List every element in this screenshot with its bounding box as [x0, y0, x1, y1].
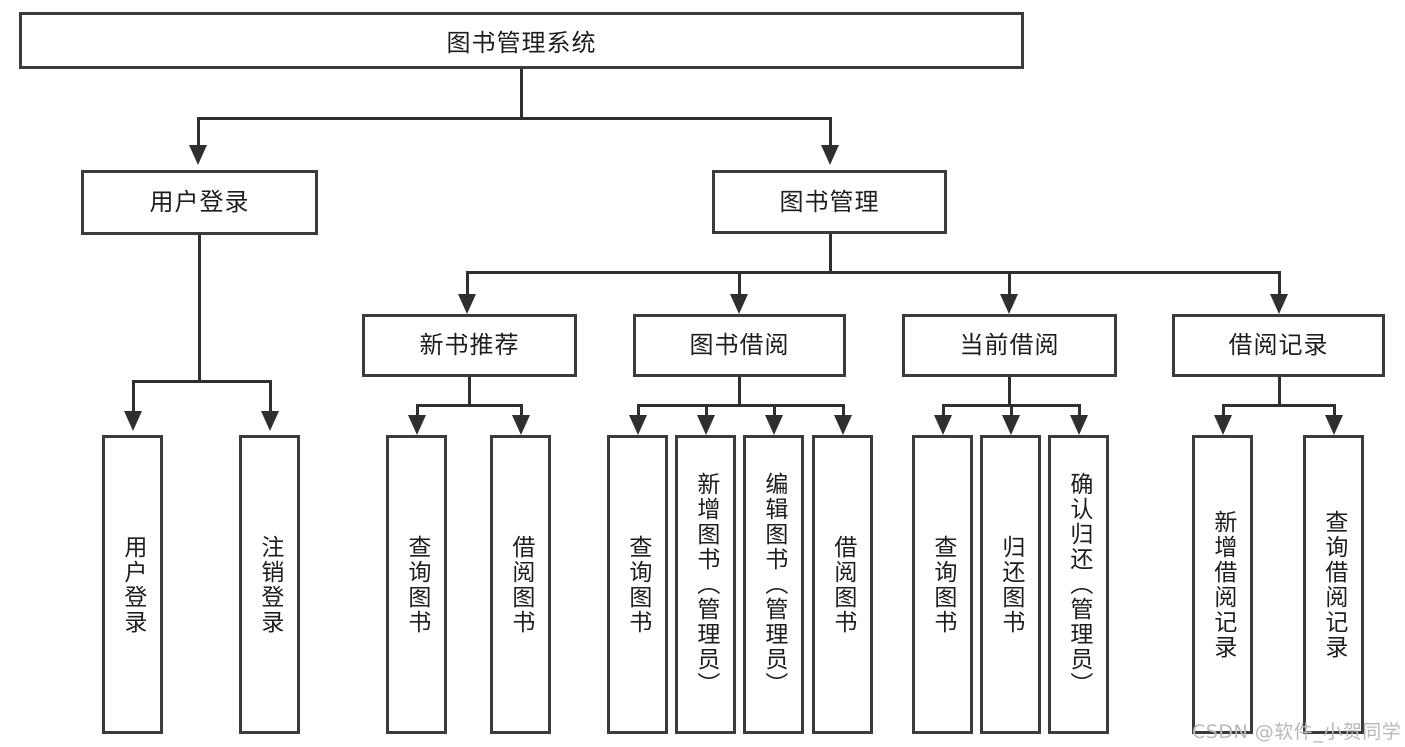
- node-current-borrow[interactable]: 当前借阅: [902, 314, 1117, 377]
- leaf-book-borrow-borrow[interactable]: 借阅图书: [812, 435, 873, 734]
- arrow-current-borrow-leaf-3: [1070, 415, 1088, 435]
- leaf-current-borrow-confirm-return[interactable]: 确认归还（管理员）: [1048, 435, 1109, 734]
- node-label: 查询图书: [624, 534, 651, 635]
- node-label: 注销登录: [256, 534, 283, 635]
- arrow-book-mgmt-to-borrow-record: [1270, 294, 1288, 314]
- edge-new-book-drop-2: [520, 404, 523, 415]
- leaf-book-borrow-query[interactable]: 查询图书: [607, 435, 668, 734]
- edge-book-borrow-drop-2: [705, 404, 708, 415]
- edge-borrow-record-bus: [1222, 404, 1336, 407]
- arrow-user-login-leaf-1: [124, 411, 142, 431]
- node-book-management[interactable]: 图书管理: [712, 170, 947, 234]
- arrow-new-book-leaf-1: [408, 415, 426, 435]
- edge-borrow-record-stem: [1278, 377, 1281, 404]
- node-label: 借阅记录: [1228, 331, 1329, 360]
- edge-user-login-drop-1: [132, 380, 135, 411]
- arrow-root-to-user-login: [189, 145, 207, 165]
- node-label: 新增借阅记录: [1209, 509, 1236, 660]
- leaf-current-borrow-query[interactable]: 查询图书: [912, 435, 973, 734]
- leaf-new-book-borrow[interactable]: 借阅图书: [490, 435, 551, 734]
- leaf-user-login-logout[interactable]: 注销登录: [239, 435, 300, 734]
- node-label: 查询借阅记录: [1320, 509, 1347, 660]
- edge-book-borrow-drop-1: [637, 404, 640, 415]
- leaf-borrow-record-add[interactable]: 新增借阅记录: [1192, 435, 1253, 734]
- arrow-borrow-record-leaf-1: [1214, 415, 1232, 435]
- node-label: 确认归还（管理员）: [1065, 472, 1092, 697]
- edge-book-mgmt-drop-3: [1008, 271, 1011, 294]
- edge-root-to-user-login: [197, 117, 200, 145]
- edge-current-borrow-drop-2: [1010, 404, 1013, 415]
- leaf-book-borrow-add[interactable]: 新增图书（管理员）: [675, 435, 736, 734]
- edge-book-borrow-drop-4: [842, 404, 845, 415]
- leaf-book-borrow-edit[interactable]: 编辑图书（管理员）: [743, 435, 804, 734]
- arrow-new-book-leaf-2: [512, 415, 530, 435]
- node-label: 图书管理系统: [446, 29, 597, 57]
- node-user-login[interactable]: 用户登录: [81, 170, 318, 235]
- node-book-borrow[interactable]: 图书借阅: [633, 314, 846, 377]
- node-label: 图书借阅: [689, 331, 790, 360]
- edge-book-mgmt-drop-1: [466, 271, 469, 294]
- node-label: 用户登录: [149, 188, 250, 217]
- node-label: 新增图书（管理员）: [692, 472, 719, 697]
- node-label: 查询图书: [929, 534, 956, 635]
- arrow-current-borrow-leaf-1: [934, 415, 952, 435]
- edge-book-borrow-bus: [637, 404, 845, 407]
- edge-new-book-stem: [468, 377, 471, 404]
- arrow-book-mgmt-to-current-borrow: [1000, 294, 1018, 314]
- node-label: 查询图书: [403, 534, 430, 635]
- edge-book-mgmt-stem: [829, 234, 832, 271]
- leaf-borrow-record-query[interactable]: 查询借阅记录: [1303, 435, 1364, 734]
- node-label: 用户登录: [119, 534, 146, 635]
- edge-borrow-record-drop-2: [1333, 404, 1336, 415]
- edge-book-mgmt-drop-4: [1278, 271, 1281, 294]
- arrow-book-borrow-leaf-4: [834, 415, 852, 435]
- edge-book-borrow-stem: [738, 377, 741, 404]
- edge-root-stem: [520, 69, 523, 117]
- arrow-book-borrow-leaf-2: [697, 415, 715, 435]
- node-borrow-record[interactable]: 借阅记录: [1172, 314, 1385, 377]
- edge-new-book-bus: [416, 404, 523, 407]
- edge-user-login-stem: [198, 235, 201, 380]
- node-label: 当前借阅: [959, 331, 1060, 360]
- edge-root-bus: [197, 117, 832, 120]
- arrow-book-mgmt-to-book-borrow: [730, 294, 748, 314]
- node-root-library-system[interactable]: 图书管理系统: [19, 12, 1024, 69]
- arrow-book-mgmt-to-new-book: [458, 294, 476, 314]
- watermark-csdn: CSDN @软件_小贺同学: [1192, 721, 1402, 743]
- edge-current-borrow-drop-3: [1078, 404, 1081, 415]
- edge-book-mgmt-bus: [466, 271, 1278, 274]
- node-label: 新书推荐: [419, 331, 520, 360]
- arrow-root-to-book-mgmt: [821, 145, 839, 165]
- edge-borrow-record-drop-1: [1222, 404, 1225, 415]
- edge-current-borrow-stem: [1008, 377, 1011, 404]
- edge-root-to-book-mgmt: [829, 117, 832, 145]
- edge-book-mgmt-drop-2: [738, 271, 741, 294]
- leaf-user-login-login[interactable]: 用户登录: [102, 435, 163, 734]
- arrow-book-borrow-leaf-3: [765, 415, 783, 435]
- node-new-book-recommend[interactable]: 新书推荐: [362, 314, 577, 377]
- arrow-user-login-leaf-2: [261, 411, 279, 431]
- edge-user-login-bus: [132, 380, 270, 383]
- arrow-current-borrow-leaf-2: [1002, 415, 1020, 435]
- edge-current-borrow-drop-1: [942, 404, 945, 415]
- node-label: 图书管理: [779, 187, 880, 216]
- node-label: 借阅图书: [507, 534, 534, 635]
- edge-book-borrow-drop-3: [773, 404, 776, 415]
- leaf-current-borrow-return[interactable]: 归还图书: [980, 435, 1041, 734]
- leaf-new-book-query[interactable]: 查询图书: [386, 435, 447, 734]
- edge-user-login-drop-2: [269, 380, 272, 411]
- node-label: 编辑图书（管理员）: [760, 472, 787, 697]
- edge-new-book-drop-1: [416, 404, 419, 415]
- arrow-borrow-record-leaf-2: [1325, 415, 1343, 435]
- node-label: 归还图书: [997, 534, 1024, 635]
- node-label: 借阅图书: [829, 534, 856, 635]
- arrow-book-borrow-leaf-1: [629, 415, 647, 435]
